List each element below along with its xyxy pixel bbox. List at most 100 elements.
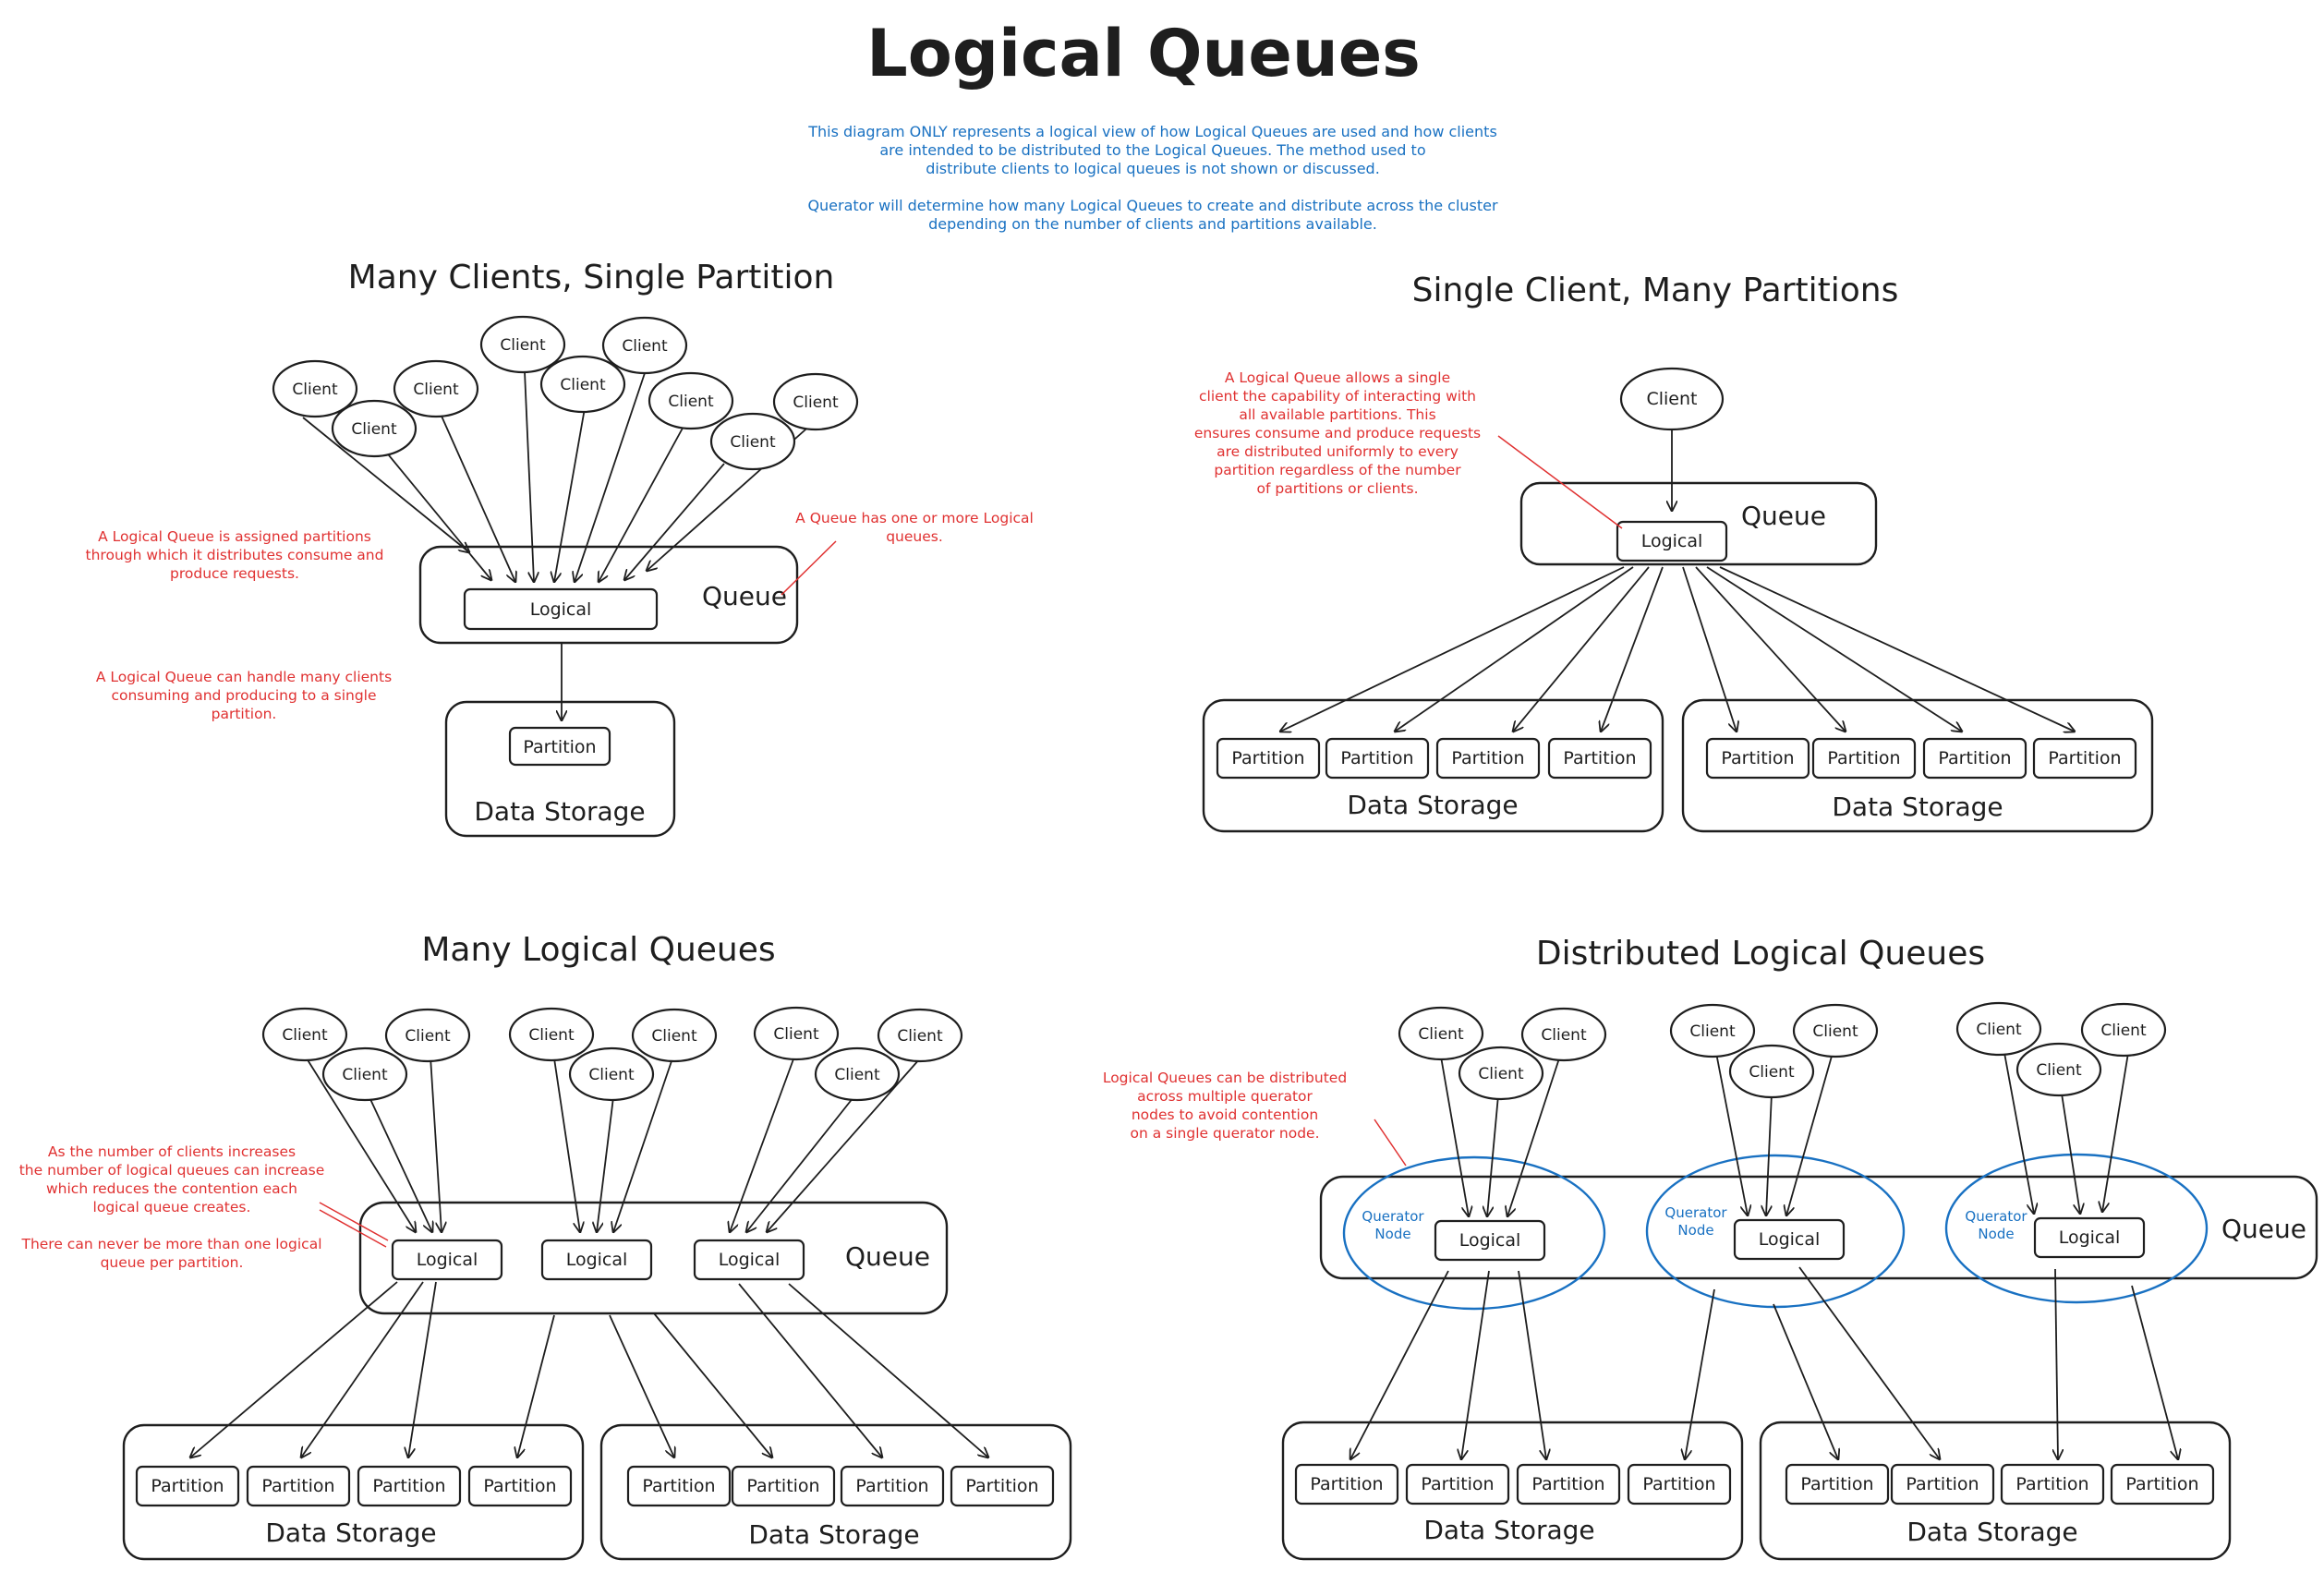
client-node	[1458, 1046, 1544, 1101]
intro-line: Querator will determine how many Logical…	[807, 197, 1498, 214]
arrow	[788, 1283, 988, 1457]
intro-text: This diagram ONLY represents a logical v…	[807, 123, 1498, 233]
partition-node	[135, 1465, 240, 1507]
partition-node	[246, 1465, 351, 1507]
svg-text:partition.: partition.	[212, 706, 277, 722]
client-node	[2015, 1042, 2102, 1097]
data-storage-container	[1759, 1421, 2232, 1561]
logical-label: Logical	[417, 1250, 478, 1270]
partition-node	[357, 1465, 462, 1507]
partition-node	[1325, 737, 1430, 780]
partition-label: Partition	[642, 1476, 715, 1496]
svg-text:queues.: queues.	[886, 528, 943, 545]
logical-label: Logical	[2059, 1227, 2121, 1248]
client-label: Client	[2100, 1022, 2147, 1040]
intro-line: distribute clients to logical queues is …	[926, 160, 1380, 177]
arrow	[730, 1056, 795, 1232]
arrow	[2003, 1052, 2034, 1214]
arrow	[1601, 566, 1664, 732]
partition-node	[731, 1465, 836, 1507]
svg-text:There can never be more than o: There can never be more than one logical	[20, 1236, 321, 1252]
arrow	[1685, 1288, 1715, 1459]
arrow	[190, 1281, 398, 1457]
partition-node	[2032, 737, 2137, 780]
client-node	[272, 359, 358, 418]
svg-text:across multiple querator: across multiple querator	[1137, 1088, 1313, 1105]
partition-node	[508, 726, 611, 767]
partition-label: Partition	[1310, 1474, 1383, 1494]
client-arrows	[302, 370, 814, 720]
partitions: Partition Partition Partition Partition …	[1294, 1463, 2215, 1505]
client-label: Client	[773, 1025, 819, 1044]
data-storage-label: Data Storage	[1906, 1517, 2077, 1547]
arrow	[653, 1312, 772, 1457]
logical-nodes: Logical Logical Logical	[1434, 1216, 2146, 1262]
data-storage-container	[122, 1423, 585, 1561]
partition-node	[2000, 1463, 2105, 1505]
client-node	[631, 1008, 718, 1063]
svg-text:produce requests.: produce requests.	[170, 565, 299, 582]
note-single-client: A Logical Queue allows a single client t…	[1194, 369, 1481, 497]
arrow	[2131, 1285, 2178, 1459]
partition-label: Partition	[1906, 1474, 1979, 1494]
arrow	[2055, 1268, 2058, 1459]
queue-container	[1519, 481, 1878, 566]
partition-node	[1516, 1463, 1621, 1505]
partition-label: Partition	[1827, 748, 1900, 768]
partition-node	[1705, 737, 1810, 780]
client-label: Client	[2036, 1061, 2082, 1080]
partition-label: Partition	[1642, 1474, 1715, 1494]
partition-label: Partition	[1721, 748, 1794, 768]
logical-nodes: Logical Logical Logical	[391, 1239, 805, 1281]
client-label: Client	[351, 420, 397, 439]
intro-line: are intended to be distributed to the Lo…	[879, 141, 1425, 159]
client-label: Client	[1646, 389, 1697, 409]
partition-node	[1890, 1463, 1995, 1505]
note-one-logical-per-partition: There can never be more than one logical…	[20, 1236, 321, 1271]
logical-node	[391, 1239, 503, 1281]
client-node	[1619, 367, 1725, 431]
svg-text:A Logical Queue allows a singl: A Logical Queue allows a single	[1225, 369, 1450, 386]
client-node	[1728, 1044, 1815, 1099]
partition-label: Partition	[1938, 748, 2011, 768]
svg-text:A Logical Queue can handle man: A Logical Queue can handle many clients	[96, 669, 392, 685]
logical-label: Logical	[1459, 1230, 1521, 1251]
logical-node	[1434, 1219, 1546, 1262]
arrow	[599, 422, 686, 582]
arrow	[1350, 1270, 1449, 1459]
data-storage-label: Data Storage	[1347, 790, 1518, 820]
arrow	[302, 417, 469, 552]
partition-node	[1294, 1463, 1399, 1505]
queue-container	[358, 1201, 949, 1315]
arrow	[1706, 566, 1962, 732]
data-storage-label: Data Storage	[1423, 1515, 1594, 1545]
partition-node	[467, 1465, 573, 1507]
partition-label: Partition	[1563, 748, 1636, 768]
partition-node	[1922, 737, 2027, 780]
svg-text:A Queue has one or more Logica: A Queue has one or more Logical	[795, 510, 1034, 526]
logical-label: Logical	[1641, 531, 1703, 551]
arrow	[1440, 1056, 1469, 1216]
note-assigned-partitions: A Logical Queue is assigned partitions t…	[86, 528, 384, 582]
querator-node-label: Node	[1978, 1226, 2014, 1242]
client-label: Client	[560, 376, 606, 394]
partition-node	[950, 1465, 1055, 1507]
client-label: Client	[588, 1066, 635, 1084]
client-label: Client	[282, 1026, 328, 1045]
intro-line: depending on the number of clients and p…	[928, 215, 1377, 233]
partition-label: Partition	[2015, 1474, 2088, 1494]
arrow	[575, 372, 646, 582]
client-node	[321, 1046, 408, 1102]
svg-text:all available partitions. This: all available partitions. This	[1239, 406, 1435, 423]
partition-label: Partition	[151, 1476, 224, 1496]
svg-text:which reduces the contention e: which reduces the contention each	[46, 1180, 297, 1197]
partition-label: Partition	[855, 1476, 928, 1496]
data-storage-container	[1202, 698, 1664, 833]
svg-text:are distributed uniformly to e: are distributed uniformly to every	[1216, 443, 1459, 460]
section-title: Distributed Logical Queues	[1536, 935, 1985, 973]
client-label: Client	[668, 393, 714, 411]
partition-node	[1811, 737, 1917, 780]
client-label: Client	[342, 1066, 388, 1084]
arrow	[746, 1096, 854, 1232]
